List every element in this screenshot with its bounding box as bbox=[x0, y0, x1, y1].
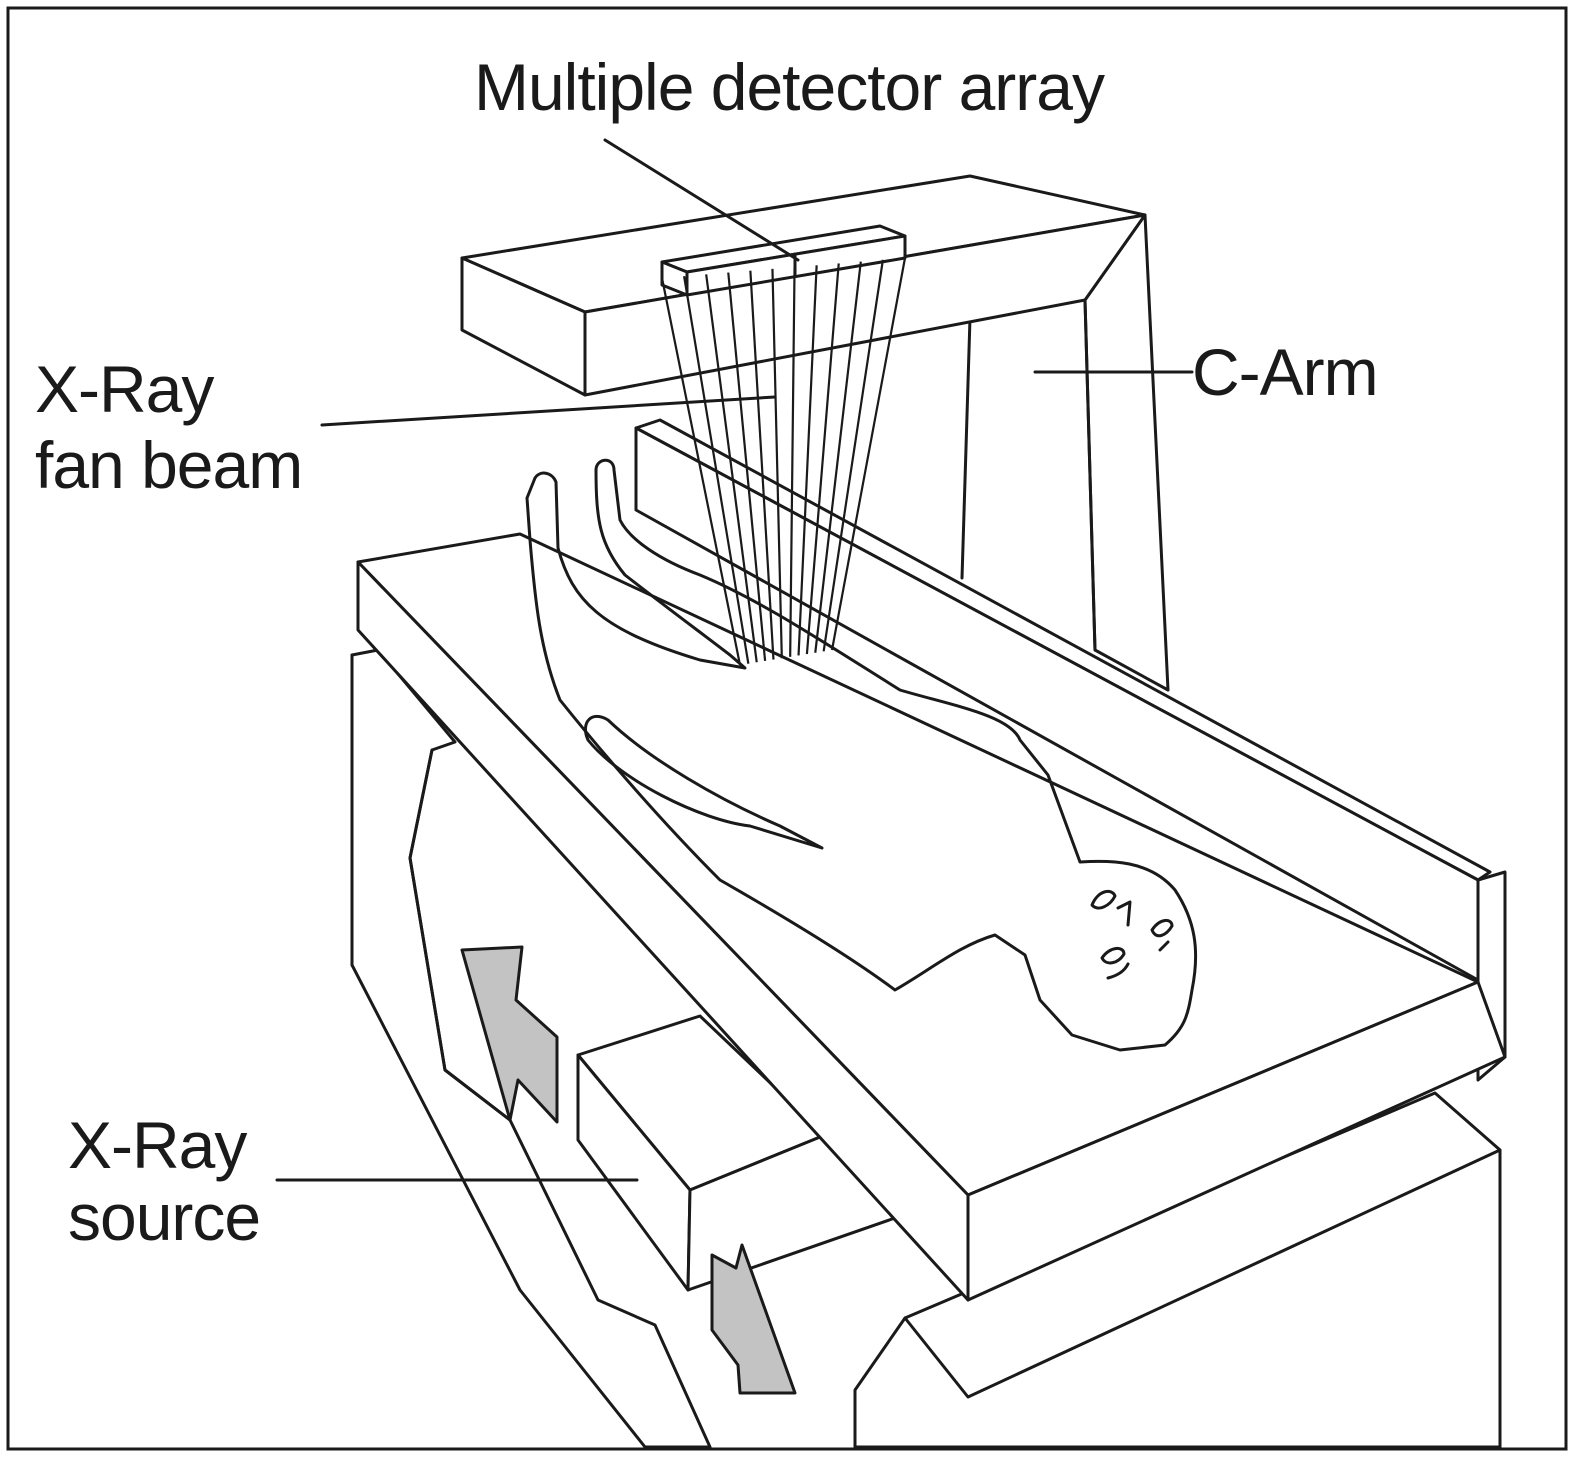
source-label-line1: X-Ray bbox=[68, 1108, 247, 1182]
fan-beam-ray bbox=[797, 265, 818, 656]
fan-beam-ray bbox=[749, 270, 775, 660]
up-arrow-icon bbox=[460, 945, 559, 1124]
patient-figure bbox=[525, 458, 1198, 1052]
fan-beam-ray bbox=[822, 259, 884, 652]
fan-beam-leader-line bbox=[320, 395, 777, 427]
table-top bbox=[356, 532, 1507, 1302]
fan-beam-ray bbox=[805, 263, 840, 655]
fan-beam-ray bbox=[660, 277, 742, 666]
fan-beam-label-line2: fan beam bbox=[35, 428, 302, 502]
fan-beam-ray bbox=[727, 272, 767, 662]
detector-leader-line bbox=[603, 138, 800, 262]
fan-beam-ray bbox=[814, 261, 862, 653]
fan-beam-label-line1: X-Ray bbox=[35, 352, 214, 426]
fan-beam-ray bbox=[789, 267, 796, 657]
fan-beam-ray bbox=[705, 274, 758, 663]
fan-beam-ray bbox=[771, 268, 783, 659]
down-arrow-icon bbox=[710, 1243, 797, 1395]
source-label-line2: source bbox=[68, 1180, 260, 1254]
fan-beam-ray bbox=[830, 257, 907, 651]
c-arm-label: C-Arm bbox=[1192, 335, 1378, 409]
fan-beam bbox=[660, 257, 907, 666]
detector-array-label: Multiple detector array bbox=[474, 50, 1105, 124]
fan-beam-ray bbox=[683, 276, 750, 664]
table-rail bbox=[634, 418, 1507, 1082]
frame-border bbox=[6, 6, 1568, 1451]
